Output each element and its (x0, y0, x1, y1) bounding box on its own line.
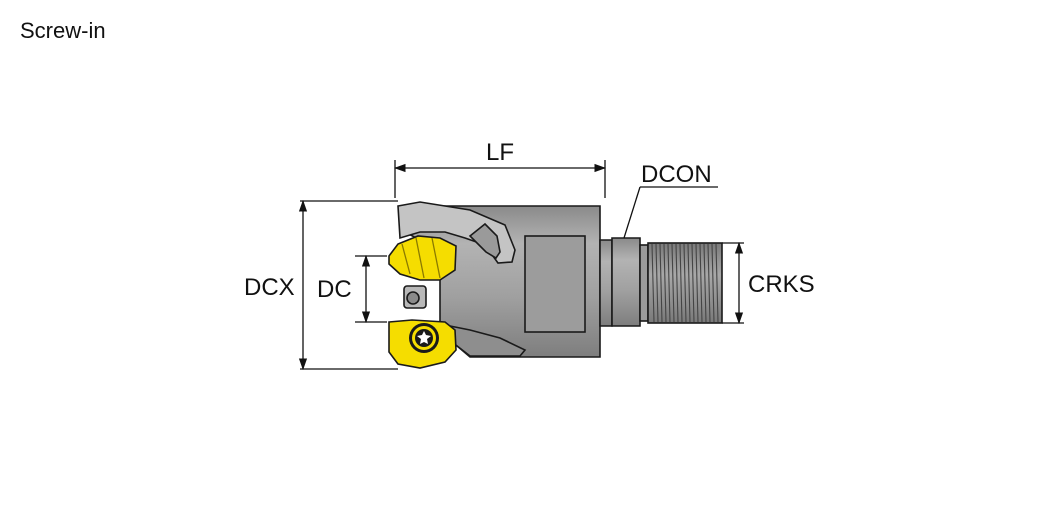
clamp-pocket (403, 285, 427, 309)
thread-line (655, 243, 659, 323)
thread-line (699, 243, 703, 323)
spanner-flat (524, 235, 586, 333)
label-dc: DC (317, 276, 352, 303)
thread-line (679, 243, 683, 323)
dimension-dc: DC (317, 254, 387, 324)
thread-line (667, 243, 671, 323)
dimension-dcx: DCX (244, 199, 398, 371)
insert-upper (388, 235, 457, 281)
torx-screw-icon (409, 323, 439, 353)
label-dcx: DCX (244, 274, 295, 301)
thread-line (707, 243, 711, 323)
dimension-dcon: DCON (623, 161, 718, 239)
insert-lower (388, 319, 457, 369)
thread-line (651, 243, 655, 323)
thread-line (687, 243, 691, 323)
thread-line (703, 243, 707, 323)
thread-line (675, 243, 679, 323)
thread-line (711, 243, 715, 323)
thread-line (663, 243, 667, 323)
thread-line (671, 243, 675, 323)
threaded-shank (599, 237, 723, 327)
dimension-crks: CRKS (722, 241, 815, 325)
thread-line (695, 243, 699, 323)
label-crks: CRKS (748, 271, 815, 298)
label-lf: LF (486, 139, 514, 166)
label-dcon: DCON (641, 161, 712, 188)
thread-line (691, 243, 695, 323)
thread-line (683, 243, 687, 323)
dimension-lf: LF (393, 139, 607, 198)
thread-line (715, 243, 719, 323)
thread-line (659, 243, 663, 323)
page-title: Screw-in (20, 18, 106, 43)
